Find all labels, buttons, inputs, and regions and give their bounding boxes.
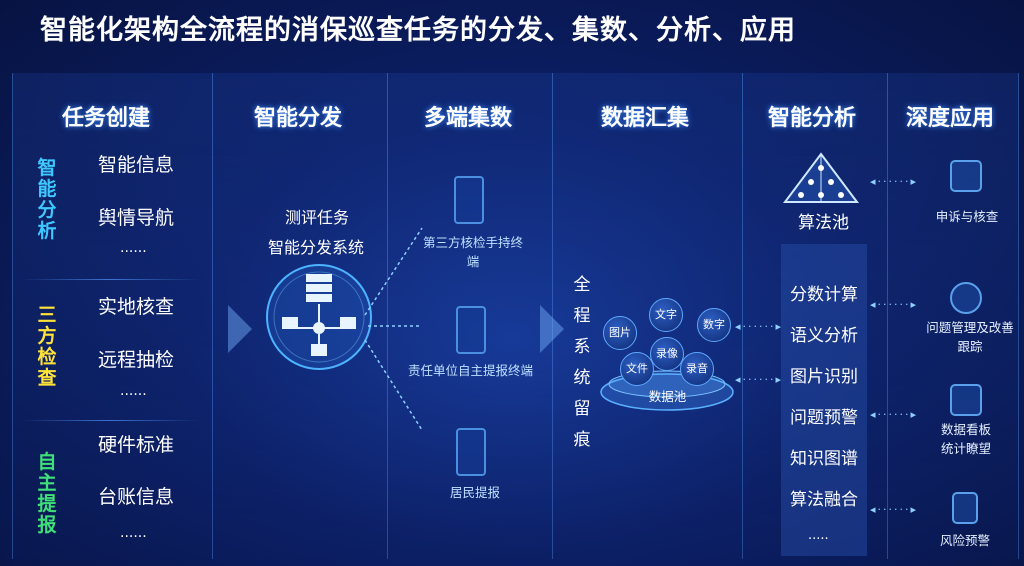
task-item: 智能信息 [98,154,175,176]
analysis-panel [781,244,867,556]
data-bubble: 文件 [620,352,654,386]
application-label: 问题管理及改善跟踪 [926,320,1014,354]
data-bubble: 图片 [603,316,637,350]
data-bubble: 录像 [650,337,684,371]
task-item-more: ...... [120,240,147,256]
group-label-smart-analysis: 智能分析 [37,157,57,242]
analysis-item: 问题预警 [790,408,858,428]
connector-dots: ◂······▸ [870,298,919,311]
data-pool-label: 数据池 [648,389,687,404]
dashboard-chart-icon [950,384,982,416]
divider [20,420,200,421]
terminal-label: 居民提报 [449,485,500,500]
distribution-connectors [364,227,423,431]
network-server-icon [266,264,372,370]
data-bubble: 录音 [680,352,714,386]
data-bubble: 数字 [697,308,731,342]
appeal-review-icon [950,160,982,192]
analysis-item: 知识图谱 [790,449,858,469]
column-task-creation [12,73,213,559]
column-distribution [212,73,388,559]
application-label: 申诉与核查 [935,209,999,224]
terminal-label: 第三方核检手持终端 [422,235,523,269]
analysis-item: 语义分析 [790,326,858,346]
task-item: 舆情导航 [98,207,175,229]
heading-analysis: 智能分析 [768,106,857,131]
resident-report-icon [456,428,486,476]
analysis-item-more: ..... [808,528,829,543]
analysis-item: 算法融合 [790,490,858,510]
flow-arrow-icon [540,305,564,353]
analysis-item: 分数计算 [790,285,858,305]
algorithm-pool-label: 算法池 [798,213,849,233]
connector-dots: ◂······▸ [870,175,919,188]
heading-task-creation: 任务创建 [62,106,151,131]
page-title: 智能化架构全流程的消保巡查任务的分发、集数、分析、应用 [40,15,796,46]
column-analysis [742,73,888,559]
risk-alert-icon [952,492,978,524]
divider [20,279,200,280]
task-item-more: ...... [120,383,147,399]
column-application [887,73,1019,559]
terminal-label: 责任单位自主提报终端 [407,363,533,378]
connector-dots: ◂······▸ [870,503,919,516]
algorithm-pyramid-icon [783,152,859,203]
trace-label: 全程系统留痕 [573,275,591,450]
heading-aggregation: 数据汇集 [601,106,690,131]
group-label-third-party: 三方检查 [37,304,57,389]
heading-distribution: 智能分发 [254,106,343,131]
heading-collection: 多端集数 [424,106,513,131]
self-report-terminal-icon [456,306,486,354]
flow-arrow-icon [228,305,252,353]
application-label: 风险预警 [939,533,990,548]
application-label: 数据看板统计瞭望 [940,422,991,456]
analysis-item: 图片识别 [790,367,858,387]
task-item: 远程抽检 [98,349,175,371]
connector-dots: ◂······▸ [735,320,784,333]
task-item-more: ...... [120,525,147,541]
distribution-system-label: 智能分发系统 [268,238,365,257]
group-label-self-report: 自主提报 [37,451,57,536]
handheld-terminal-icon [454,176,484,224]
data-bubble: 文字 [649,298,683,332]
distribution-task-label: 测评任务 [285,208,350,227]
task-item: 硬件标准 [98,434,175,456]
task-item: 实地核查 [98,296,175,318]
connector-dots: ◂······▸ [870,408,919,421]
heading-application: 深度应用 [906,106,995,131]
issue-tracking-icon [950,282,982,314]
connector-dots: ◂······▸ [735,373,784,386]
task-item: 台账信息 [98,486,175,508]
